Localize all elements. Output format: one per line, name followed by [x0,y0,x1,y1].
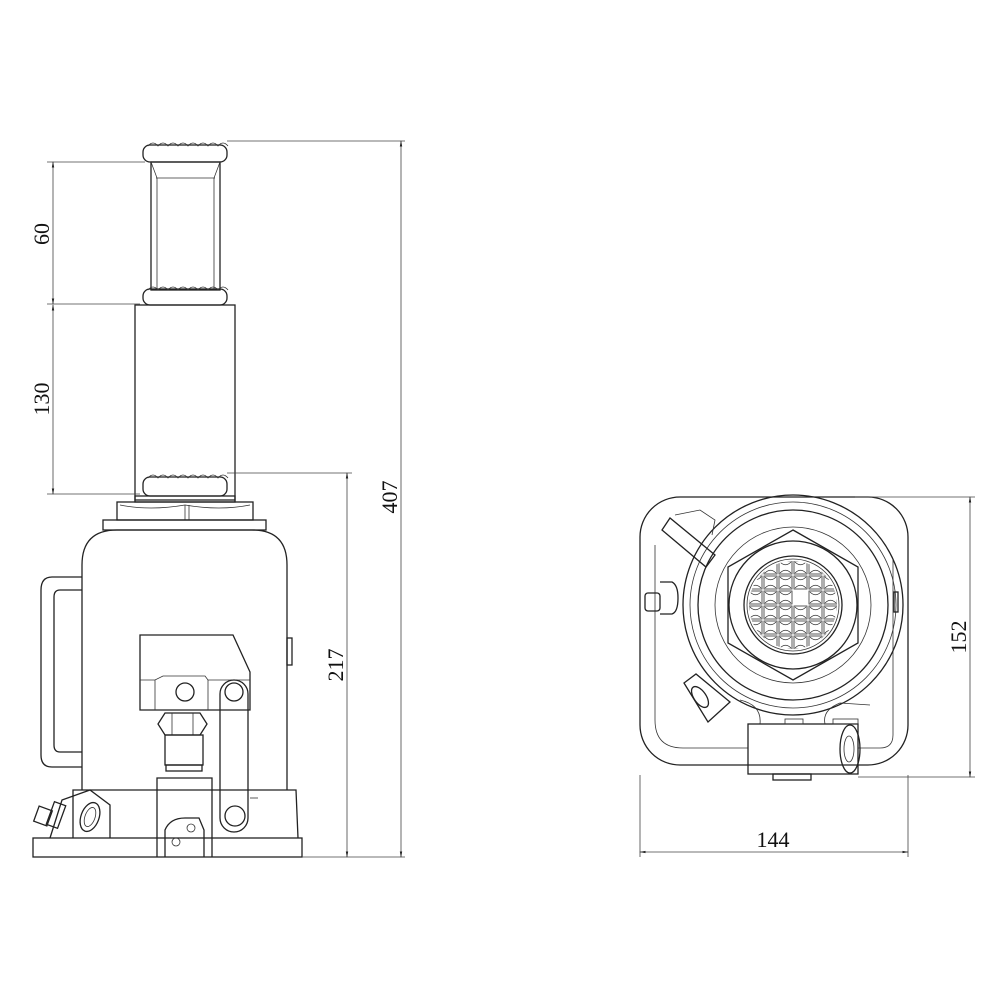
release-plug [286,637,293,666]
grip-cell [793,620,808,635]
grip-cell [793,635,808,649]
dimension-label-144: 144 [757,827,790,852]
grip-cross [794,561,807,574]
grip-cross [824,606,837,619]
grip-cell [823,635,837,649]
grip-cross [749,636,762,649]
dimension-label-217: 217 [323,649,348,682]
grip-cell [778,620,793,635]
grip-cross [824,561,837,574]
grip-cell [749,561,763,575]
dimension-152: 152 [855,496,975,778]
top-view: 144 152 [639,494,975,857]
grip-cell [793,561,808,575]
carry-handle [40,576,82,768]
grip-cross [809,621,822,634]
grip-cross [764,606,777,619]
grip-cross [779,606,792,619]
grip-cell [763,620,778,635]
grip-cell [763,575,778,590]
grip-cross [749,591,762,604]
pump-assembly [139,634,258,857]
grip-cell [793,605,808,620]
grip-cross [764,591,777,604]
dimension-60: 60 [29,161,145,305]
grip-cross [824,636,837,649]
grip-cell [749,590,763,605]
pump-housing [739,699,871,781]
grip-cell [778,605,793,620]
dimension-217: 217 [227,472,352,858]
grip-cell [823,605,837,620]
grip-cross [794,636,807,649]
top-nut [102,495,267,531]
grip-cell [823,590,837,605]
grip-cross [824,591,837,604]
dimension-label-152: 152 [946,621,971,654]
grip-cross [794,621,807,634]
grip-cell [749,605,763,620]
dimension-label-407: 407 [377,481,402,514]
grip-cell [778,590,793,605]
grip-cell [763,605,778,620]
side-view: 60 130 407 217 [29,140,405,858]
grip-cross [809,576,822,589]
grip-cross [749,561,762,574]
grip-cross [749,606,762,619]
top-saddle [142,142,229,163]
hex-nut [727,529,859,681]
dimension-label-60: 60 [29,223,54,245]
saddle-pad [743,555,843,655]
grip-cell [808,575,823,590]
grip-cross [764,621,777,634]
grip-cell [823,561,837,575]
grip-cell [808,590,823,605]
grip-cell [808,620,823,635]
grip-cell [778,635,793,649]
ram [134,304,236,501]
grip-cell [793,575,808,590]
grip-cross [779,621,792,634]
grip-cross [809,591,822,604]
grip-cross [779,576,792,589]
grip-cell [749,635,763,649]
dimension-144: 144 [639,775,909,857]
grip-cross [779,636,792,649]
grip-cross [809,606,822,619]
extension-screw [150,161,221,291]
lower-saddle [142,474,229,497]
grip-cross [794,606,807,619]
grip-cell [808,605,823,620]
jack-base [32,789,303,858]
jack-body [81,529,288,790]
dimension-407: 407 [227,140,405,858]
grip-cross [794,576,807,589]
grip-cross [764,576,777,589]
grip-cross [779,561,792,574]
release-valve [644,581,679,615]
grip-cell [778,575,793,590]
dimension-label-130: 130 [29,383,54,416]
grip-cell [778,561,793,575]
outer-cylinder [682,494,904,716]
saddle-grip-pattern [749,561,837,649]
dimension-130: 130 [29,304,140,495]
handle-socket [661,517,716,568]
grip-cell [763,590,778,605]
grip-cross [779,591,792,604]
valve-boss [683,673,731,724]
